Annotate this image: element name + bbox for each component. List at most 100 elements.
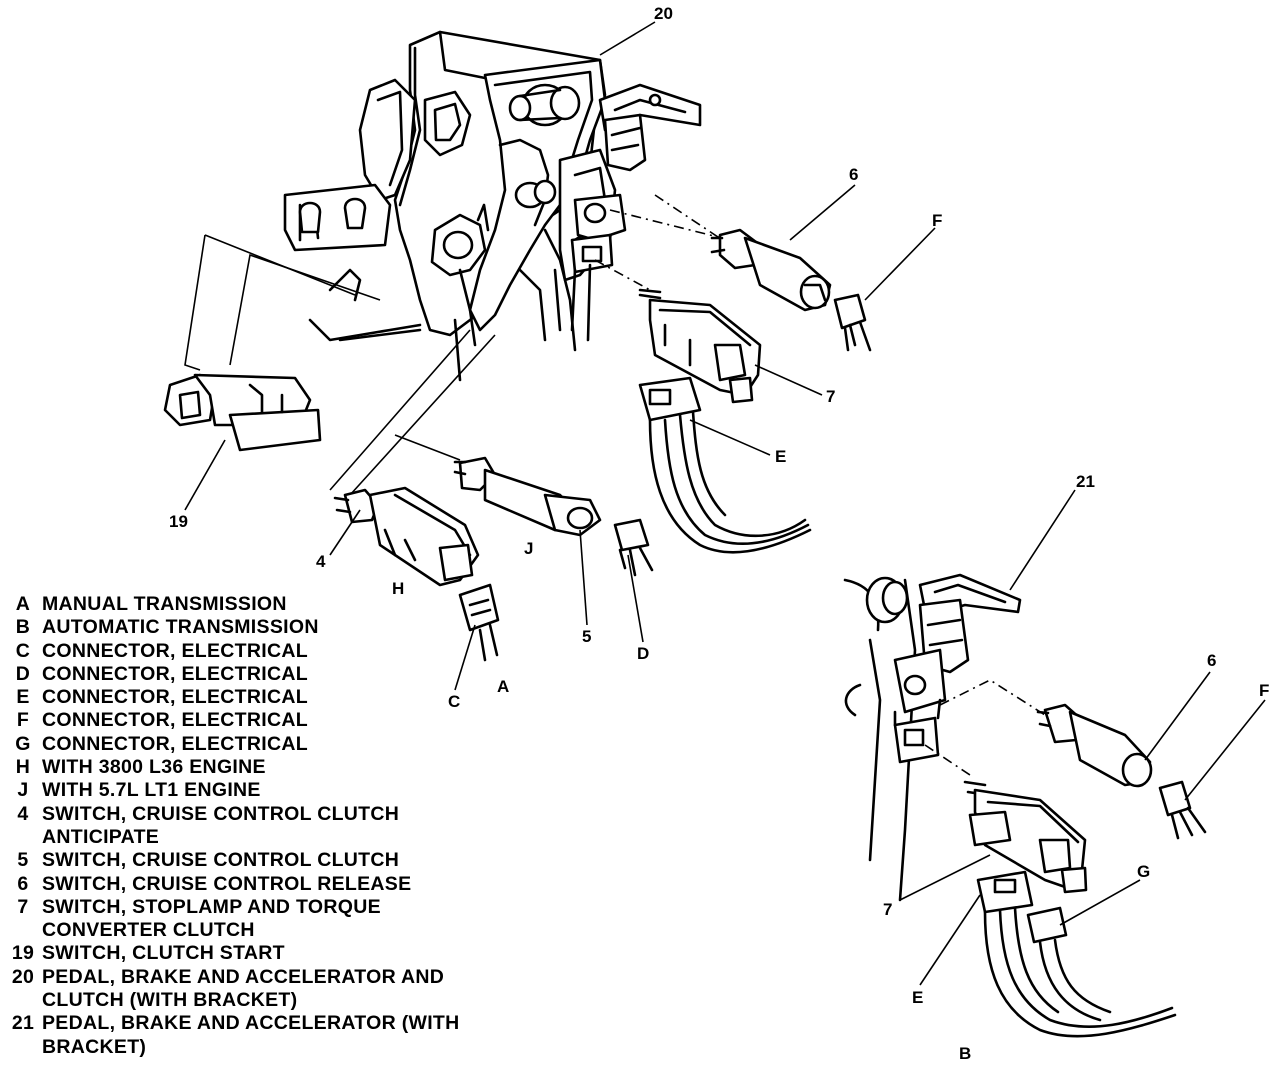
legend-text: CONVERTER CLUTCH	[42, 919, 255, 942]
legend-code: 19	[11, 942, 35, 965]
legend-text: CONNECTOR, ELECTRICAL	[42, 732, 308, 755]
legend-code: J	[17, 779, 29, 802]
legend-text: CONNECTOR, ELECTRICAL	[42, 686, 308, 709]
legend-code: D	[15, 662, 31, 685]
legend-code: 6	[17, 872, 29, 895]
legend-row: ANTICIPATE	[4, 826, 504, 849]
legend-code: E	[16, 686, 30, 709]
legend-text: CONNECTOR, ELECTRICAL	[42, 639, 308, 662]
connector-G	[1026, 906, 1112, 1022]
legend-code: G	[15, 732, 31, 755]
legend-text: SWITCH, CRUISE CONTROL CLUTCH	[42, 802, 400, 825]
callout-A: A	[497, 677, 510, 696]
legend-code	[4, 826, 42, 849]
legend-row: J WITH 5.7L LT1 ENGINE	[4, 779, 504, 802]
alignment-lines	[184, 194, 731, 496]
legend-row: 7 SWITCH, STOPLAMP AND TORQUE	[4, 896, 504, 919]
legend-text: PEDAL, BRAKE AND ACCELERATOR (WITH	[42, 1012, 460, 1035]
legend-row: 5 SWITCH, CRUISE CONTROL CLUTCH	[4, 849, 504, 872]
connector-C	[458, 583, 500, 662]
legend-text: BRACKET)	[42, 1035, 147, 1058]
legend-text: WITH 3800 L36 ENGINE	[42, 756, 266, 779]
legend-code: A	[15, 593, 31, 615]
legend-row: G CONNECTOR, ELECTRICAL	[4, 733, 504, 756]
callout-4: 4	[316, 552, 326, 571]
stoplamp-switch-7-bottom	[963, 780, 1088, 894]
legend-row: 4 SWITCH, CRUISE CONTROL CLUTCH	[4, 803, 504, 826]
legend-row: CONVERTER CLUTCH	[4, 919, 504, 942]
legend-code: H	[15, 756, 31, 779]
legend-row: 20 PEDAL, BRAKE AND ACCELERATOR AND	[4, 966, 504, 989]
callout-J: J	[524, 539, 534, 558]
legend-code: C	[15, 639, 31, 662]
legend-code: 4	[17, 802, 29, 825]
callout-G: G	[1137, 862, 1151, 881]
callout-5: 5	[582, 627, 592, 646]
legend-text: SWITCH, STOPLAMP AND TORQUE	[42, 895, 381, 918]
legend-row: H WITH 3800 L36 ENGINE	[4, 756, 504, 779]
callout-6-bottom: 6	[1207, 651, 1217, 670]
legend-text: ANTICIPATE	[42, 825, 160, 848]
cruise-release-switch-6-top	[710, 228, 832, 312]
cruise-release-switch-6-bottom	[1036, 703, 1153, 788]
clutch-anticipate-switch-4	[333, 486, 480, 587]
legend-code	[4, 989, 42, 1012]
legend-row: C CONNECTOR, ELECTRICAL	[4, 640, 504, 663]
stoplamp-switch-7-top	[638, 288, 762, 404]
legend-text: SWITCH, CRUISE CONTROL CLUTCH	[42, 849, 400, 872]
pedal-bracket-assembly-20	[283, 30, 702, 382]
connector-D	[613, 518, 654, 577]
legend-row: CLUTCH (WITH BRACKET)	[4, 989, 504, 1012]
callout-F-bottom: F	[1259, 681, 1270, 700]
cruise-clutch-switch-5	[453, 456, 602, 537]
connector-E-top	[638, 376, 812, 554]
legend-text: SWITCH, CLUTCH START	[42, 942, 285, 965]
callout-7-bottom: 7	[883, 900, 893, 919]
legend-row: 6 SWITCH, CRUISE CONTROL RELEASE	[4, 873, 504, 896]
legend-code: 5	[17, 849, 29, 872]
legend-row: A MANUAL TRANSMISSION	[4, 593, 504, 616]
legend-code: B	[15, 616, 31, 639]
callout-6-top: 6	[849, 165, 859, 184]
connector-E-bottom	[976, 870, 1177, 1038]
legend-text: CLUTCH (WITH BRACKET)	[42, 989, 298, 1012]
legend-row: 19 SWITCH, CLUTCH START	[4, 942, 504, 965]
callout-E-bottom: E	[912, 988, 924, 1007]
callout-F-top: F	[932, 211, 943, 230]
clutch-start-switch-19	[163, 373, 322, 452]
callout-E-top: E	[775, 447, 787, 466]
alignment-lines-bottom	[924, 679, 1046, 776]
pedal-bracket-assembly-21	[843, 573, 1022, 902]
legend-text: SWITCH, CRUISE CONTROL RELEASE	[42, 872, 412, 895]
legend-code: F	[16, 709, 30, 732]
legend-text: PEDAL, BRAKE AND ACCELERATOR AND	[42, 965, 445, 988]
legend-row: F CONNECTOR, ELECTRICAL	[4, 709, 504, 732]
legend-code	[4, 919, 42, 942]
legend-code	[4, 1036, 42, 1059]
legend-row: BRACKET)	[4, 1036, 504, 1059]
connector-F-bottom	[1158, 780, 1207, 840]
legend-text: WITH 5.7L LT1 ENGINE	[42, 779, 261, 802]
callout-20: 20	[654, 4, 673, 23]
callout-leaders	[184, 21, 1266, 986]
callout-21: 21	[1076, 472, 1095, 491]
legend: A MANUAL TRANSMISSION B AUTOMATIC TRANSMIS…	[4, 593, 504, 1059]
callout-7-top: 7	[826, 387, 836, 406]
legend-row: E CONNECTOR, ELECTRICAL	[4, 686, 504, 709]
legend-code: 21	[11, 1012, 35, 1035]
callout-B: B	[959, 1044, 972, 1063]
legend-text: CONNECTOR, ELECTRICAL	[42, 709, 308, 732]
callout-H: H	[392, 579, 405, 598]
legend-text: AUTOMATIC TRANSMISSION	[42, 616, 319, 639]
legend-code: 7	[17, 895, 29, 918]
legend-row: 21 PEDAL, BRAKE AND ACCELERATOR (WITH	[4, 1012, 504, 1035]
callout-19: 19	[169, 512, 188, 531]
callout-C: C	[448, 692, 461, 711]
legend-row: B AUTOMATIC TRANSMISSION	[4, 616, 504, 639]
connector-F-top	[833, 293, 872, 352]
legend-code: 20	[11, 965, 35, 988]
legend-text: MANUAL TRANSMISSION	[42, 593, 287, 615]
